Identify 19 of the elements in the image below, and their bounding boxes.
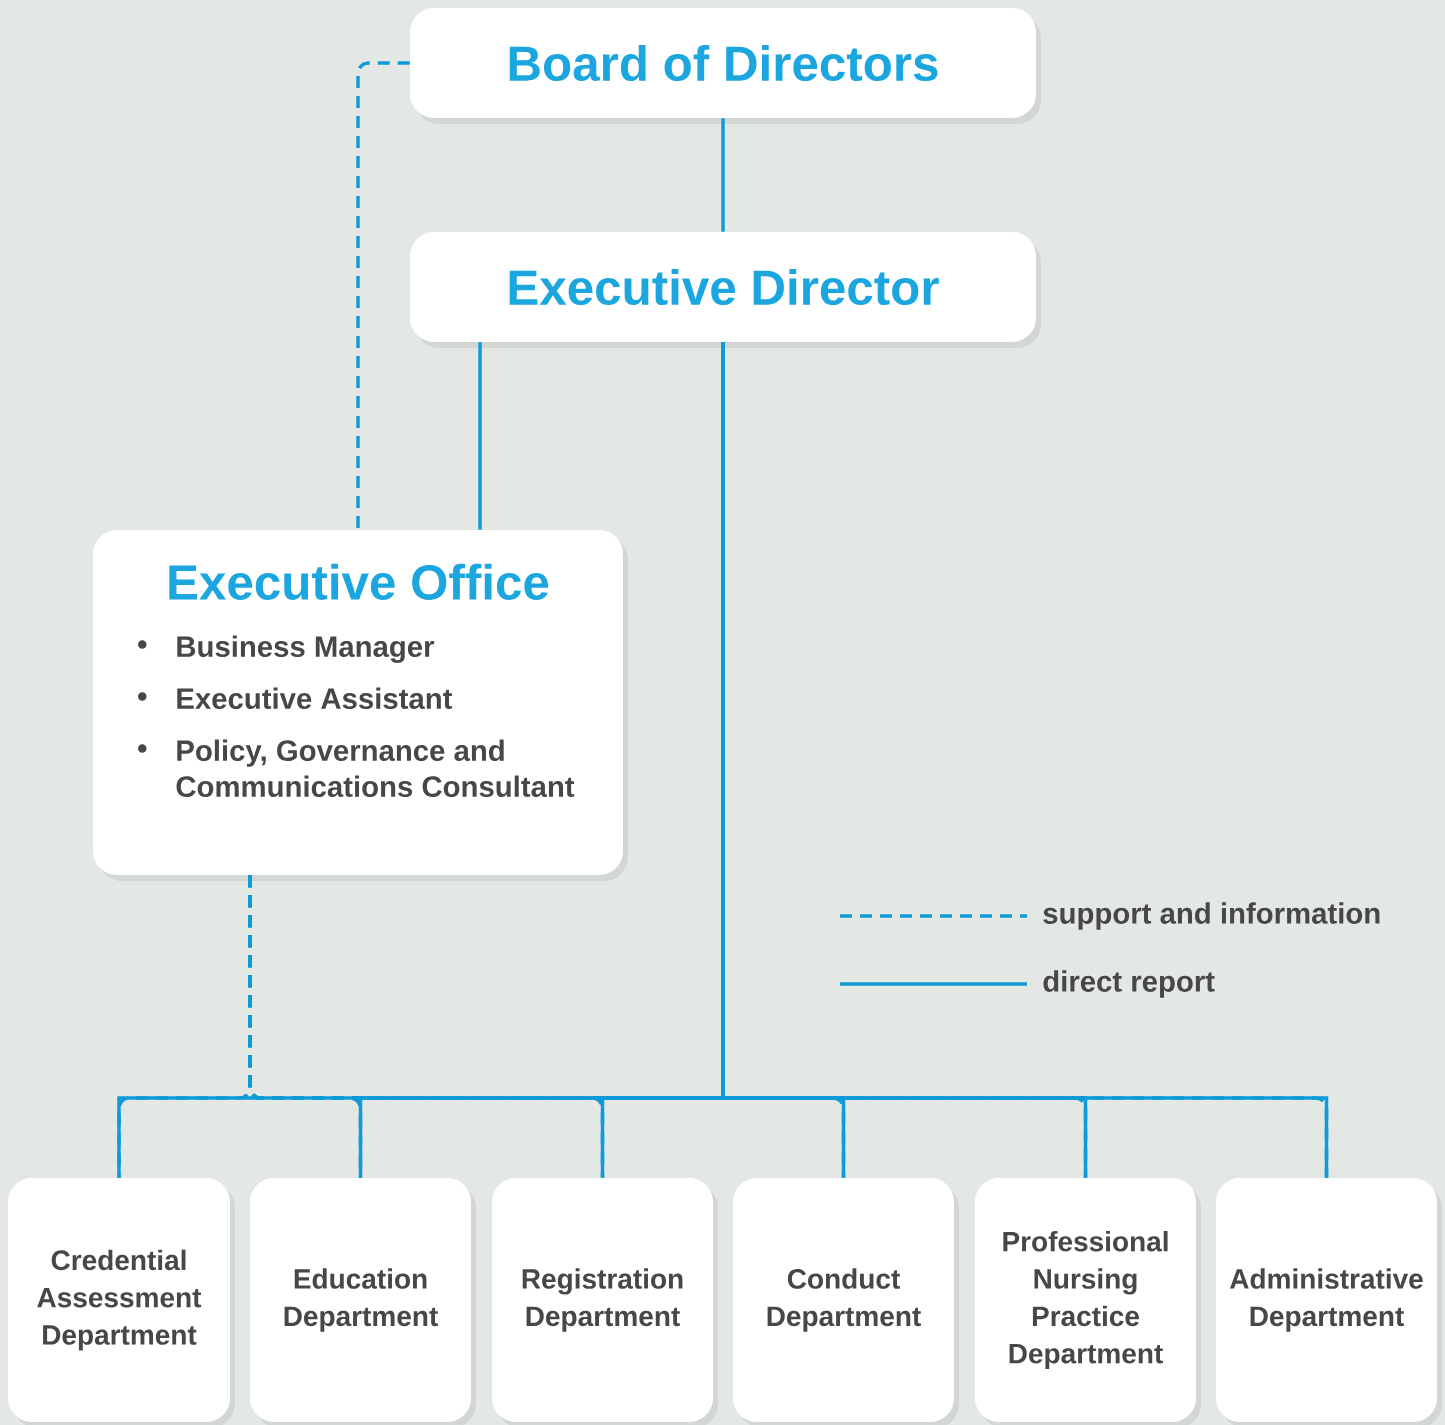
connector-line bbox=[356, 61, 410, 530]
legend-label: support and information bbox=[1043, 902, 1380, 930]
department-box: Administrative Department bbox=[1216, 1178, 1442, 1425]
department-box: Credential Assessment Department bbox=[8, 1178, 235, 1425]
office-box bbox=[93, 530, 628, 881]
department-box: Registration Department bbox=[491, 1178, 718, 1425]
department-box: Conduct Department bbox=[733, 1178, 959, 1425]
bullet-item: Policy, Governance and Communications Consultant bbox=[176, 739, 575, 798]
connector-line bbox=[721, 118, 725, 232]
bullet-item: Executive Assistant bbox=[177, 687, 453, 710]
department-box: Professional Nursing Practice Department bbox=[975, 1178, 1201, 1425]
bullet-item: Business Manager bbox=[177, 635, 435, 663]
connector-line bbox=[478, 342, 482, 530]
department-box: Education Department bbox=[249, 1178, 476, 1425]
connector-line bbox=[721, 342, 1329, 1178]
title-box: Board of Directors bbox=[410, 8, 1041, 124]
box-title: Executive Office bbox=[169, 563, 549, 600]
title-box: Executive Director bbox=[410, 232, 1041, 348]
legend-label: direct report bbox=[1043, 970, 1215, 998]
